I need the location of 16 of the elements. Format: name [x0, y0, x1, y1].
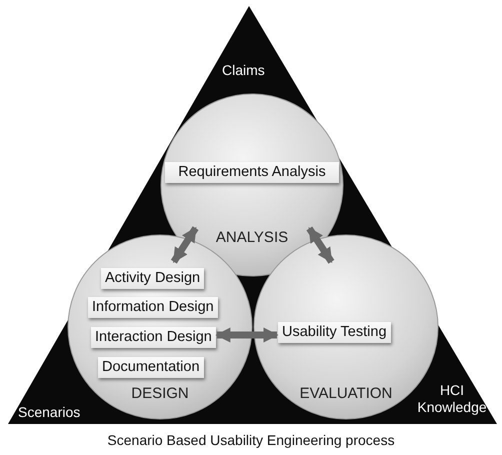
corner-label: HCI Knowledge: [416, 382, 488, 416]
double-arrow: [170, 226, 199, 264]
caption: Scenario Based Usability Engineering process: [106, 432, 396, 448]
activity-label: Usability Testing: [278, 322, 391, 343]
double-arrow: [306, 226, 334, 264]
phase-label: ANALYSIS: [214, 229, 290, 246]
activity-label: Interaction Design: [91, 327, 216, 348]
activity-label: Requirements Analysis: [165, 162, 339, 183]
activity-label: Documentation: [98, 357, 204, 378]
phase-label: EVALUATION: [298, 385, 394, 402]
corner-label: Scenarios: [18, 404, 80, 421]
double-arrow: [215, 328, 278, 342]
corner-label: Claims: [222, 62, 265, 79]
phase-label: DESIGN: [130, 385, 190, 402]
activity-label: Activity Design: [101, 268, 204, 289]
activity-label: Information Design: [88, 297, 218, 318]
